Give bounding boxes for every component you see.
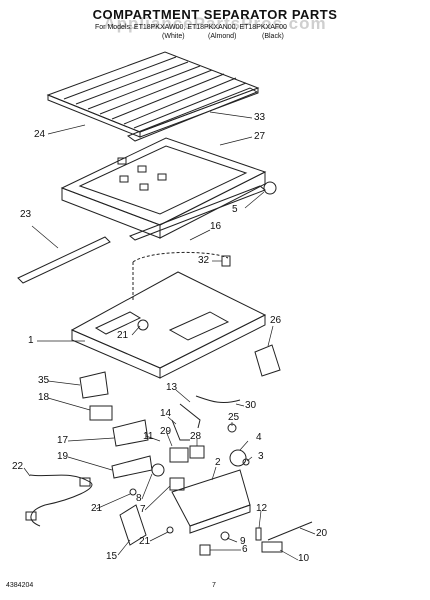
callout-3: 3 (258, 451, 264, 462)
clip-13 (179, 403, 201, 429)
callout-5: 5 (232, 204, 238, 215)
callout-1: 1 (28, 335, 34, 346)
part-9 (220, 531, 230, 541)
knob (263, 181, 277, 195)
callout-26: 26 (270, 315, 282, 326)
callout-21-top: 21 (117, 330, 129, 341)
models-line: For Models: ET18PKXAW00, ET18PKXAN00, ET… (95, 24, 287, 31)
separator-frame (60, 137, 267, 239)
wire-harness-top (132, 251, 229, 300)
part-28 (189, 445, 205, 459)
callout-10: 10 (298, 553, 310, 564)
callout-11: 11 (143, 431, 154, 442)
callout-30: 30 (245, 400, 257, 411)
watermark: AppliancePartsPros.com (103, 14, 327, 33)
bracket-15 (119, 504, 147, 546)
callout-35: 35 (38, 375, 50, 386)
callout-7: 7 (140, 504, 146, 515)
leader-lines (23, 111, 316, 561)
bracket-14 (171, 419, 190, 441)
part-10 (261, 541, 283, 553)
part-4 (229, 449, 247, 467)
part-29 (169, 447, 189, 463)
callout-25: 25 (228, 412, 240, 423)
page-number: 7 (212, 582, 216, 589)
rod-20 (267, 521, 313, 541)
callout-6: 6 (242, 544, 248, 555)
color-almond: (Almond) (208, 33, 237, 40)
callout-12: 12 (256, 503, 268, 514)
callout-14: 14 (160, 408, 172, 419)
housing-35 (79, 371, 109, 399)
callout-18: 18 (38, 392, 50, 403)
connector-32 (221, 255, 231, 267)
callout-22: 22 (12, 461, 24, 472)
callout-2: 2 (215, 457, 221, 468)
screw-21b (166, 526, 174, 534)
callout-23: 23 (20, 209, 32, 220)
callout-32: 32 (198, 255, 210, 266)
callout-8: 8 (136, 493, 142, 504)
callout-19: 19 (57, 451, 69, 462)
callout-29: 29 (160, 426, 172, 437)
shelf-grid (46, 51, 260, 138)
doc-number: 4384204 (6, 582, 34, 589)
part-6 (199, 544, 211, 556)
bulb-8 (151, 463, 165, 477)
trim-strip (126, 87, 259, 142)
screw-3 (242, 458, 250, 466)
callout-15: 15 (106, 551, 118, 562)
part-19 (111, 455, 153, 479)
callout-27: 27 (254, 131, 266, 142)
color-black: (Black) (262, 33, 284, 40)
callout-33: 33 (254, 112, 266, 123)
callout-20: 20 (316, 528, 328, 539)
screw-21a (129, 488, 137, 496)
callout-4: 4 (256, 432, 262, 443)
page-title: COMPARTMENT SEPARATOR PARTS (92, 7, 338, 22)
callout-13: 13 (166, 382, 178, 393)
side-strip (17, 236, 111, 284)
bracket-26 (254, 344, 281, 377)
callout-24: 24 (34, 129, 46, 140)
separator-pan (70, 271, 267, 379)
lower-strip (129, 185, 266, 241)
callout-21-mid: 21 (91, 503, 103, 514)
callout-21-bottom: 21 (139, 536, 151, 547)
callout-16: 16 (210, 221, 222, 232)
wire-harness-22 (29, 474, 93, 527)
color-white: (White) (162, 33, 185, 40)
switch-18 (89, 405, 113, 421)
wire-30 (195, 395, 241, 403)
socket-7 (169, 477, 185, 491)
screw-12 (255, 527, 262, 541)
callout-28: 28 (190, 431, 202, 442)
callout-9: 9 (240, 536, 246, 547)
control-17 (112, 419, 149, 447)
callout-17: 17 (57, 435, 69, 446)
